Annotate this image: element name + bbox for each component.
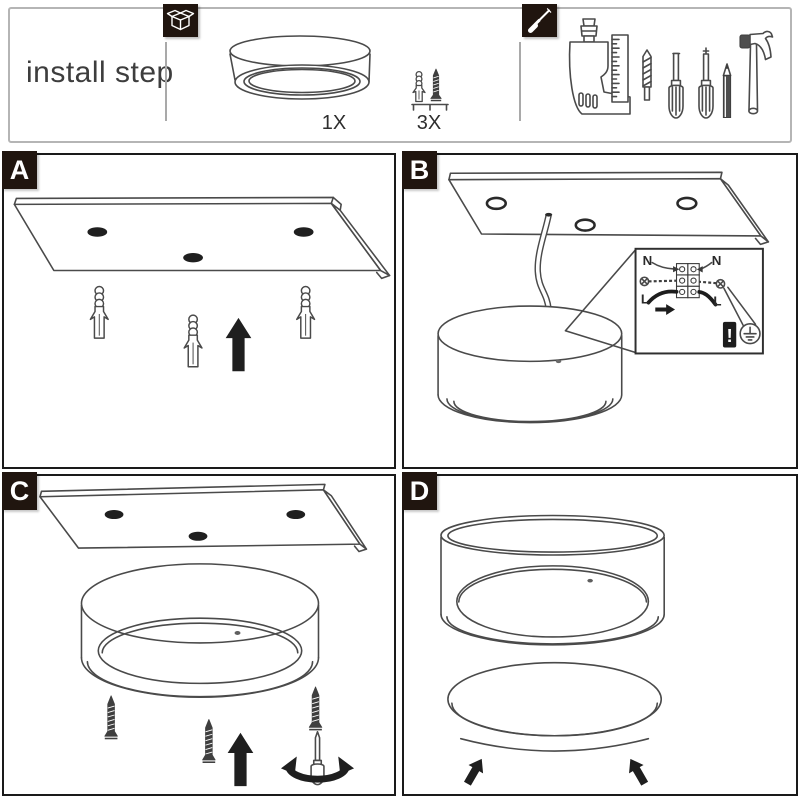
neutral-label-right: N [712, 253, 722, 268]
warning-icon [722, 321, 737, 348]
divider [165, 42, 167, 121]
mounting-screw [308, 686, 323, 731]
right-arrow [655, 304, 676, 315]
step-d-illustration [440, 514, 665, 788]
step-panel-b: B [402, 151, 798, 469]
earth-callout-lines [723, 286, 757, 327]
alignment-arc [459, 737, 650, 752]
warning-mark: ! [727, 325, 733, 346]
step-c-illustration [39, 483, 368, 787]
mounting-hole [574, 218, 596, 232]
up-arrow [227, 732, 254, 787]
ruler [611, 34, 629, 103]
up-arrow [460, 754, 490, 788]
live-label-right: L [713, 294, 721, 309]
ceiling-plate [39, 483, 368, 553]
header-panel: install step 1X [8, 4, 792, 143]
slotted-screwdriver [668, 52, 684, 119]
wiring-inset: ! N N L L [634, 247, 764, 355]
phillips-screwdriver [698, 47, 714, 119]
wall-anchor [89, 285, 109, 339]
ceiling-lamp-illustration [229, 35, 371, 100]
mounting-hole [293, 227, 314, 237]
screw-quantity-label: 3X [416, 112, 442, 134]
mounting-hole [188, 531, 208, 541]
step-a-illustration [13, 196, 391, 372]
page-title: install step [26, 56, 174, 89]
mounting-screw [430, 68, 442, 102]
wall-anchor [296, 285, 316, 339]
step-b-illustration: ! N N L L [437, 171, 770, 424]
ceiling-plate [13, 196, 391, 280]
mounting-hole [676, 196, 698, 211]
screw-anchor-illustration [411, 68, 449, 111]
earth-symbol-icon [739, 323, 761, 345]
stand-bracket [411, 103, 449, 111]
mounting-hole [104, 509, 124, 520]
step-label-a: A [2, 151, 37, 189]
step-panel-d: D [402, 472, 798, 796]
neutral-wires [651, 261, 713, 273]
live-label-left: L [641, 292, 649, 307]
up-arrow [623, 754, 652, 788]
lamp-body [437, 305, 623, 424]
mounting-hole [183, 252, 203, 263]
package-section-badge [163, 4, 198, 37]
up-arrow [225, 317, 252, 372]
tools-section-badge [522, 4, 557, 37]
drill-bit [642, 49, 652, 101]
mounting-screw [103, 694, 119, 740]
step-label-c: C [2, 472, 37, 510]
neutral-label-left: N [643, 253, 653, 268]
rotate-arrow [280, 756, 355, 783]
wall-anchor [183, 314, 203, 368]
power-wire [534, 212, 553, 310]
lamp-quantity-label: 1X [321, 112, 347, 134]
callout-lines [564, 248, 637, 354]
mounting-hole [286, 509, 306, 520]
tools-illustration [568, 18, 774, 119]
step-label-d: D [402, 472, 437, 510]
terminal-block [675, 263, 700, 299]
step-panel-c: C [2, 472, 396, 796]
mounting-hole [485, 196, 507, 211]
divider [519, 42, 521, 121]
screwdriver-icon [528, 8, 552, 33]
live-wires [646, 289, 718, 307]
pencil [722, 63, 732, 118]
diffuser-cover [447, 661, 663, 737]
wall-anchor [412, 70, 426, 103]
mounting-hole [87, 227, 108, 237]
mounting-screw [201, 718, 216, 763]
step-label-b: B [402, 151, 437, 189]
claw-hammer [739, 30, 774, 115]
lamp-body [80, 563, 320, 699]
lamp-body [440, 514, 665, 646]
open-box-icon [166, 9, 195, 31]
ceiling-plate [448, 171, 770, 246]
earth-wires [639, 276, 726, 289]
step-panel-a: A [2, 151, 396, 469]
